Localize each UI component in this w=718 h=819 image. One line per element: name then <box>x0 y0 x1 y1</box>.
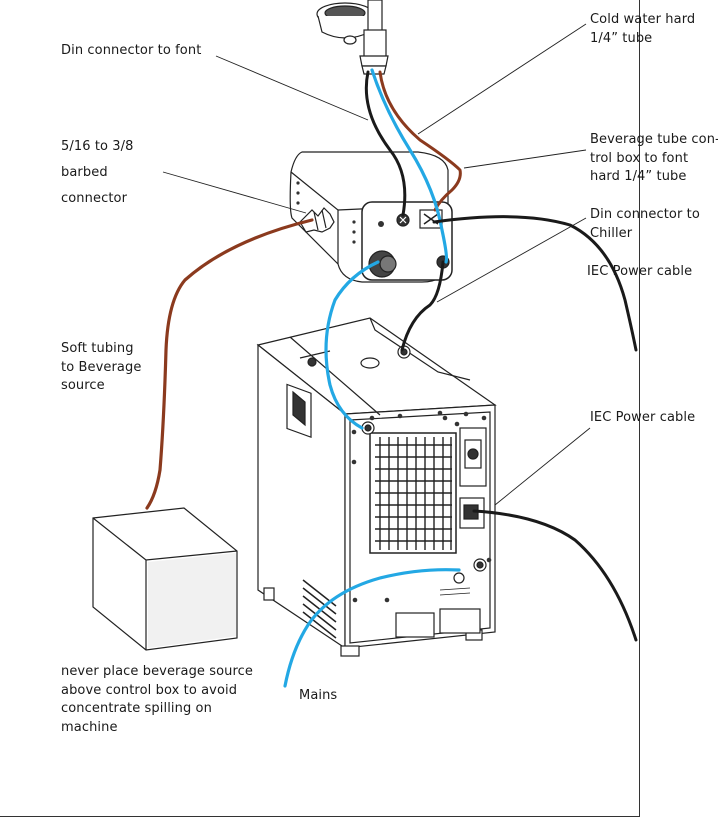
beverage-tube-brown <box>378 70 462 212</box>
label-din-connector-font: Din connector to font <box>61 43 202 58</box>
figure-frame <box>0 0 640 817</box>
label-bev-tube-line3: hard 1/4” tube <box>590 169 687 184</box>
beverage-source-box <box>92 507 238 651</box>
label-mains: Mains <box>299 688 338 703</box>
iec-cable-top <box>432 215 638 352</box>
label-warning-line1: never place beverage source <box>61 664 254 679</box>
label-bev-tube-line2: trol box to font <box>590 150 689 166</box>
soft-tubing-brown <box>145 218 314 510</box>
label-bev-tube-line1: Beverage tube con- <box>590 132 718 147</box>
label-soft-tubing: Soft tubing to Beverage source <box>61 340 141 396</box>
label-beverage-tube: Beverage tube con- trol box to font hard… <box>590 131 718 187</box>
label-barbed-line1: 5/16 to 3/8 <box>61 139 134 154</box>
label-warning: never place beverage source above contro… <box>61 663 253 737</box>
label-soft-tubing-line1: Soft tubing <box>61 341 134 356</box>
cold-water-tube-blue <box>370 68 449 264</box>
blue-tube-to-chiller <box>324 260 380 430</box>
label-barbed-connector: 5/16 to 3/8 barbed connector <box>61 134 134 212</box>
label-cold-water-line1: Cold water hard <box>590 12 696 27</box>
label-warning-line2: above control box to avoid <box>61 682 238 698</box>
label-soft-tubing-line2: to Beverage <box>61 359 142 375</box>
label-cold-water-line2: 1/4” tube <box>590 30 653 46</box>
chiller-unit <box>256 317 497 657</box>
label-iec-power-top: IEC Power cable <box>587 264 693 279</box>
label-cold-water: Cold water hard 1/4” tube <box>590 11 695 48</box>
label-barbed-line2: barbed <box>61 165 108 180</box>
label-din-chiller-line2: Chiller <box>590 225 633 241</box>
label-barbed-line3: connector <box>61 191 128 206</box>
leader-lines <box>162 23 591 506</box>
control-box <box>289 151 453 283</box>
label-warning-line3: concentrate spilling on <box>61 701 212 716</box>
barbed-connector <box>299 207 335 233</box>
label-din-chiller-line1: Din connector to <box>590 207 700 222</box>
label-warning-line4: machine <box>61 719 118 735</box>
din-cable-chiller <box>400 260 445 352</box>
label-soft-tubing-line3: source <box>61 378 105 393</box>
iec-cable-bottom <box>472 509 638 642</box>
mains-cable-blue <box>283 568 461 688</box>
label-din-connector-chiller: Din connector to Chiller <box>590 206 700 243</box>
font-tap <box>316 0 389 75</box>
label-iec-power-bottom: IEC Power cable <box>590 410 696 425</box>
din-cable-font <box>364 70 407 217</box>
